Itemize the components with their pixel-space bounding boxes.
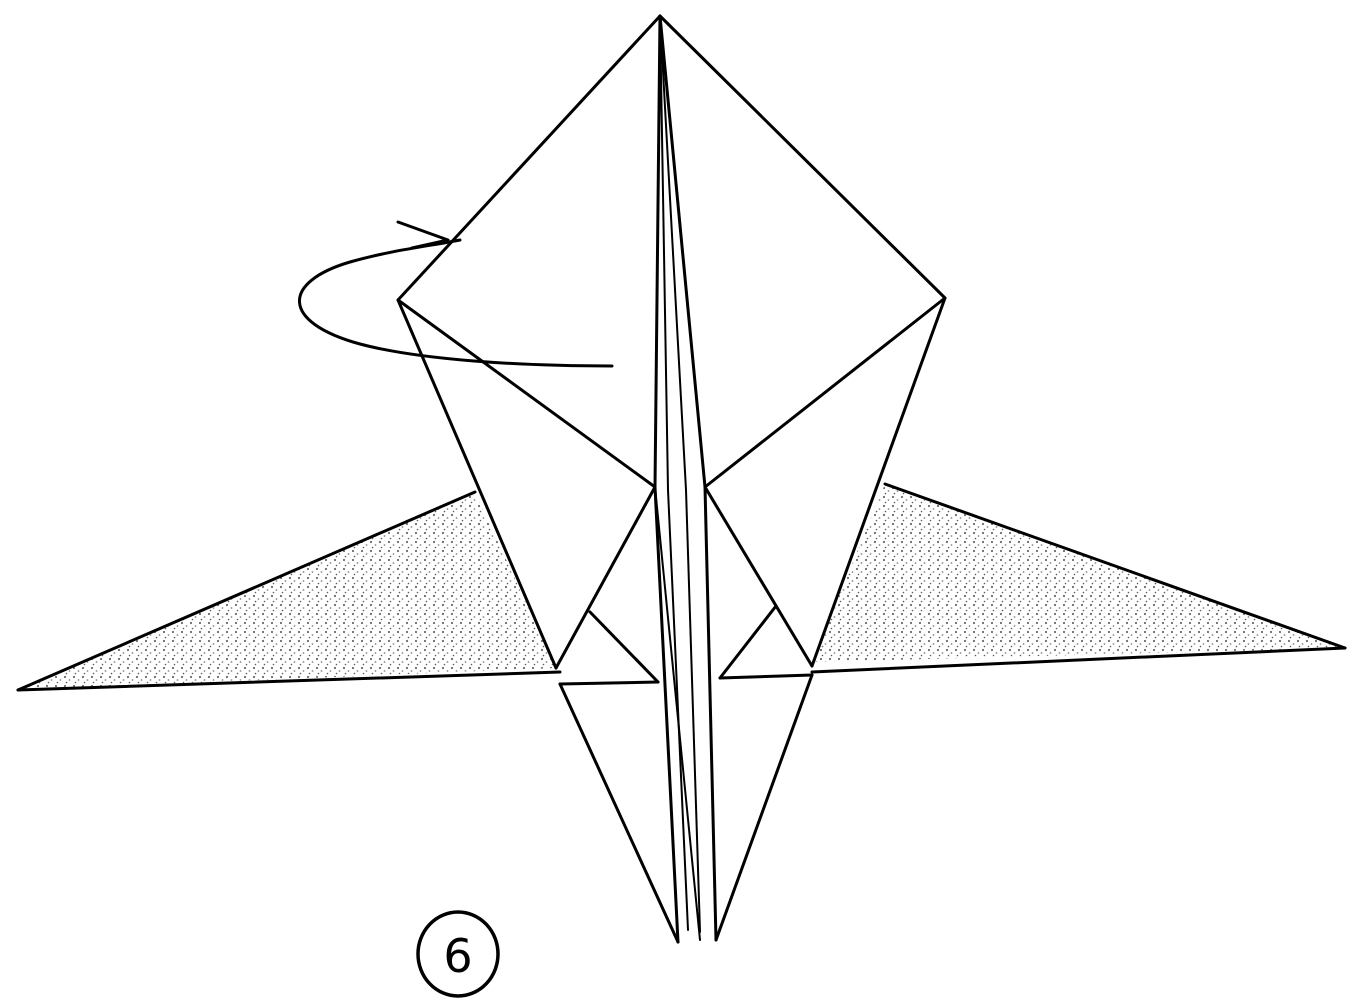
right-wing — [812, 484, 1345, 672]
base-crease-right — [720, 675, 812, 678]
center-layers — [655, 16, 716, 942]
curved-arrow-icon — [299, 222, 612, 366]
left-wing — [18, 492, 560, 690]
circled-number-icon: 6 — [418, 912, 498, 996]
inner-flaps — [556, 487, 812, 682]
step-number: 6 — [443, 929, 472, 983]
base-crease — [560, 682, 658, 684]
